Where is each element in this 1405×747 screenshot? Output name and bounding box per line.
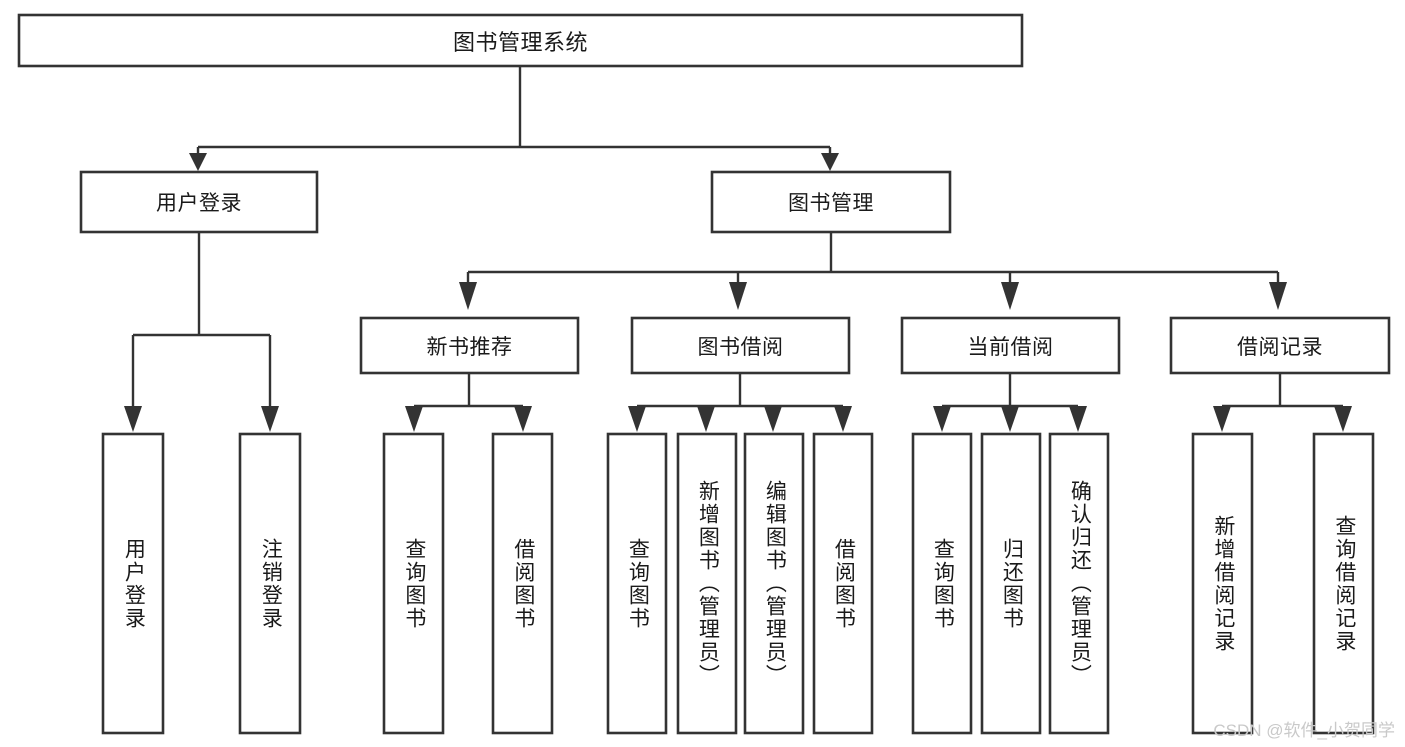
arrowhead-level2-0: [459, 282, 477, 310]
arrowhead-level2-2: [1001, 282, 1019, 310]
arrowhead-book-borrow-leaf-2: [764, 406, 782, 432]
arrowhead-new-book-leaf-0: [405, 406, 423, 432]
node-current-borrow-box[interactable]: [900, 316, 1121, 375]
arrowhead-user-login-leaf-0: [124, 406, 142, 432]
arrowhead-current-borrow-leaf-1: [1001, 406, 1019, 432]
node-book-borrow-box[interactable]: [630, 316, 851, 375]
node-book-manage-box[interactable]: [710, 170, 952, 234]
arrowhead-current-borrow-leaf-2: [1069, 406, 1087, 432]
leaf-box-borrow-record-0[interactable]: [1191, 432, 1254, 735]
node-user-login-box[interactable]: [79, 170, 319, 234]
arrowhead-new-book-leaf-1: [514, 406, 532, 432]
arrowhead-user-login-leaf-1: [261, 406, 279, 432]
leaf-box-current-borrow-0[interactable]: [911, 432, 973, 735]
leaf-box-book-borrow-3[interactable]: [812, 432, 874, 735]
leaf-box-current-borrow-2[interactable]: [1048, 432, 1110, 735]
arrowhead-book-borrow-leaf-3: [834, 406, 852, 432]
node-new-book-recommend-box[interactable]: [359, 316, 580, 375]
arrowhead-level2-3: [1269, 282, 1287, 310]
leaf-box-user-login-1[interactable]: [238, 432, 302, 735]
arrowhead-root-to-book-manage: [821, 153, 839, 171]
leaf-box-borrow-record-1[interactable]: [1312, 432, 1375, 735]
leaf-box-book-borrow-2[interactable]: [743, 432, 805, 735]
leaf-box-user-login-0[interactable]: [101, 432, 165, 735]
arrowhead-level2-1: [729, 282, 747, 310]
leaf-box-new-book-0[interactable]: [382, 432, 445, 735]
leaf-box-new-book-1[interactable]: [491, 432, 554, 735]
leaf-box-book-borrow-0[interactable]: [606, 432, 668, 735]
leaf-box-book-borrow-1[interactable]: [676, 432, 738, 735]
leaf-box-current-borrow-1[interactable]: [980, 432, 1042, 735]
node-root-box[interactable]: [17, 13, 1024, 68]
arrowhead-borrow-record-leaf-1: [1334, 406, 1352, 432]
node-borrow-record-box[interactable]: [1169, 316, 1391, 375]
arrowhead-current-borrow-leaf-0: [933, 406, 951, 432]
arrowhead-book-borrow-leaf-0: [628, 406, 646, 432]
arrowhead-borrow-record-leaf-0: [1213, 406, 1231, 432]
arrowhead-book-borrow-leaf-1: [697, 406, 715, 432]
arrowhead-root-to-user-login: [189, 153, 207, 171]
